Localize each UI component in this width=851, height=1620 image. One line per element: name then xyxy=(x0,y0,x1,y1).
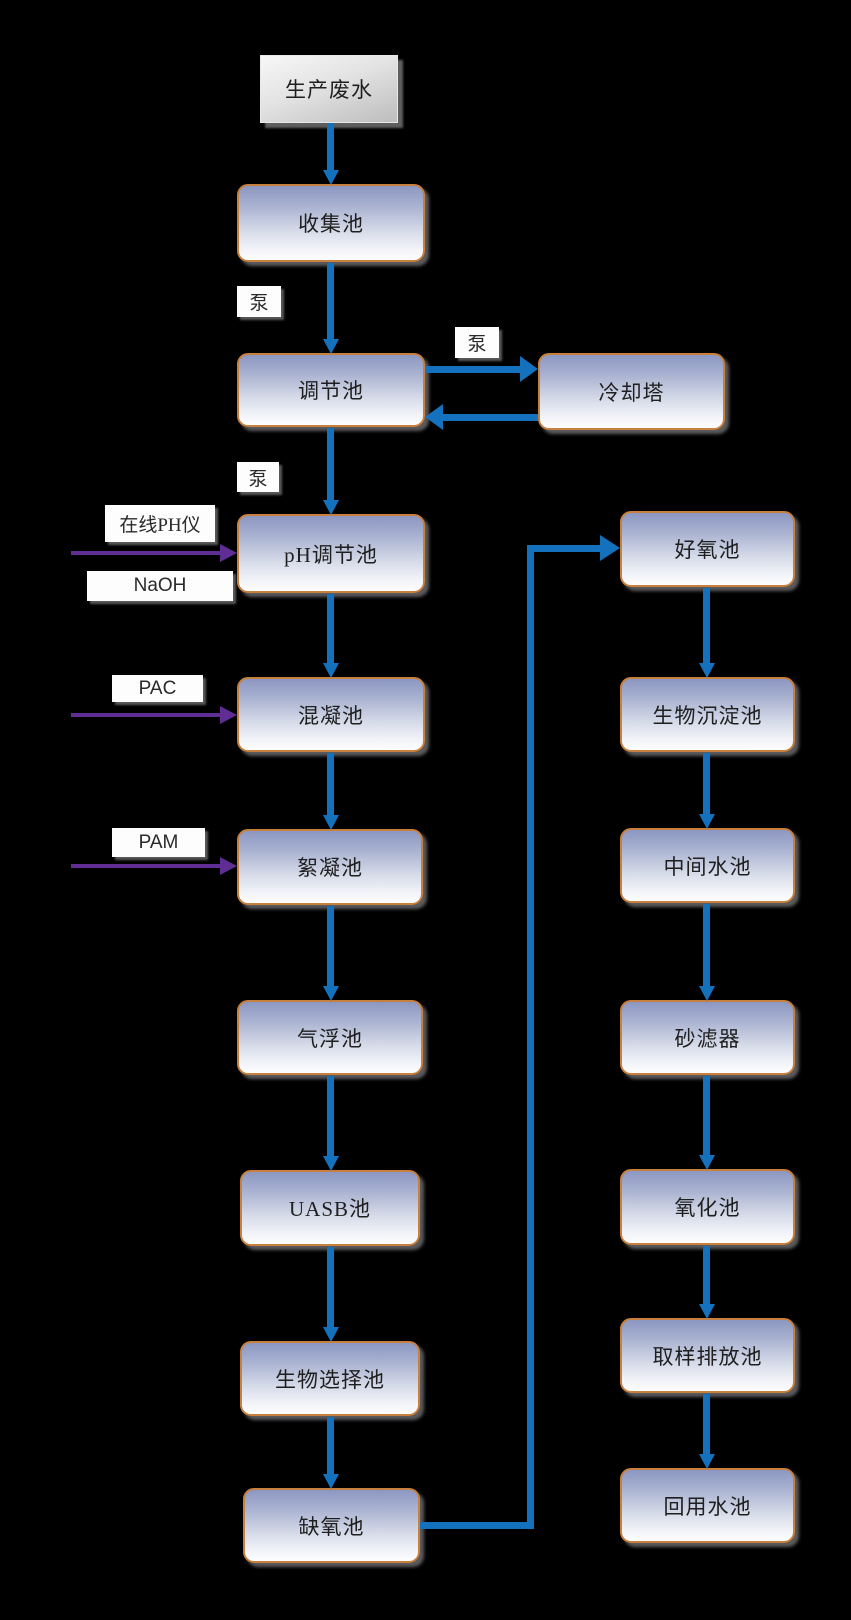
label-naoh: NaOH xyxy=(87,571,233,601)
arrow-airflotation-to-uasb xyxy=(323,1076,339,1171)
node-label: 生产废水 xyxy=(285,78,373,102)
label-online-ph-meter: 在线PH仪 xyxy=(105,505,215,542)
label-pac: PAC xyxy=(112,675,203,702)
label-pump-2: 泵 xyxy=(455,327,499,358)
arrow-anoxic-to-aerobic-bottom-segment xyxy=(420,1522,534,1529)
node-intermediate-tank: 中间水池 xyxy=(620,828,795,903)
dosing-label: PAM xyxy=(138,831,179,853)
label-pam: PAM xyxy=(112,828,205,857)
node-bio-selection-tank: 生物选择池 xyxy=(240,1341,420,1416)
dosing-label: NaOH xyxy=(133,575,187,596)
node-label: 生物沉淀池 xyxy=(652,703,763,728)
node-ph-adjustment-tank: pH调节池 xyxy=(237,514,425,593)
node-label: 调节池 xyxy=(298,379,364,403)
node-label: 冷却塔 xyxy=(598,380,665,405)
arrow-collection-to-equalization xyxy=(323,263,339,354)
pump-label: 泵 xyxy=(467,334,487,355)
arrow-aerobic-to-biosedimentation xyxy=(699,588,715,678)
node-label: 絮凝池 xyxy=(297,856,363,880)
dosing-label: 在线PH仪 xyxy=(119,515,201,536)
arrow-sampling-to-reuse xyxy=(699,1394,715,1469)
node-label: 混凝池 xyxy=(298,703,364,728)
node-label: 气浮池 xyxy=(297,1026,363,1051)
node-label: pH调节池 xyxy=(284,542,378,567)
arrow-biosedimentation-to-intermediate xyxy=(699,753,715,829)
node-sand-filter: 砂滤器 xyxy=(620,1000,795,1075)
arrow-anoxic-to-aerobic-head xyxy=(600,535,620,561)
arrow-pam-dosing-to-flocculation xyxy=(71,856,237,876)
node-flocculation-tank: 絮凝池 xyxy=(237,829,423,905)
arrow-coolingtower-to-equalization xyxy=(425,404,538,432)
arrow-flocculation-to-airflotation xyxy=(323,906,339,1001)
arrow-pac-dosing-to-coagulation xyxy=(71,705,237,725)
node-label: 取样排放池 xyxy=(652,1344,763,1369)
node-label: 生物选择池 xyxy=(275,1367,385,1392)
node-reuse-tank: 回用水池 xyxy=(620,1468,795,1543)
arrow-uasb-to-bioselection xyxy=(323,1247,339,1342)
node-aerobic-tank: 好氧池 xyxy=(620,511,795,587)
node-sampling-discharge-tank: 取样排放池 xyxy=(620,1318,795,1393)
arrow-naoh-dosing-to-ph-tank xyxy=(71,543,237,563)
node-uasb-tank: UASB池 xyxy=(240,1170,420,1246)
node-collection-tank: 收集池 xyxy=(237,184,425,262)
node-label: 收集池 xyxy=(298,212,364,236)
label-pump-3: 泵 xyxy=(237,462,279,492)
node-anoxic-tank: 缺氧池 xyxy=(243,1488,420,1563)
pump-label: 泵 xyxy=(249,293,269,314)
arrow-bioselection-to-anoxic xyxy=(323,1417,339,1489)
node-production-wastewater: 生产废水 xyxy=(260,55,398,123)
node-coagulation-tank: 混凝池 xyxy=(237,677,425,752)
dosing-label: PAC xyxy=(138,677,177,699)
arrow-anoxic-to-aerobic-top-segment xyxy=(527,545,602,552)
label-pump-1: 泵 xyxy=(237,286,281,317)
node-equalization-tank: 调节池 xyxy=(237,353,425,427)
arrow-production-to-collection xyxy=(323,123,339,185)
node-label: 砂滤器 xyxy=(674,1026,741,1051)
node-oxidation-tank: 氧化池 xyxy=(620,1169,795,1245)
node-label: UASB池 xyxy=(288,1197,372,1221)
node-label: 好氧池 xyxy=(674,538,741,562)
arrow-anoxic-to-aerobic-vertical-segment xyxy=(527,545,534,1529)
node-label: 氧化池 xyxy=(674,1196,741,1220)
node-air-flotation-tank: 气浮池 xyxy=(237,1000,423,1075)
arrow-sandfilter-to-oxidation xyxy=(699,1076,715,1170)
pump-label: 泵 xyxy=(248,468,268,490)
arrow-coagulation-to-flocculation xyxy=(323,753,339,830)
arrow-intermediate-to-sandfilter xyxy=(699,904,715,1001)
node-label: 缺氧池 xyxy=(298,1514,365,1539)
node-cooling-tower: 冷却塔 xyxy=(538,353,725,430)
node-label: 中间水池 xyxy=(663,854,752,879)
arrow-oxidation-to-sampling xyxy=(699,1246,715,1319)
arrow-equalization-to-coolingtower xyxy=(425,356,538,384)
node-bio-sedimentation-tank: 生物沉淀池 xyxy=(620,677,795,752)
node-label: 回用水池 xyxy=(663,1494,752,1519)
arrow-equalization-to-ph xyxy=(323,428,339,515)
arrow-ph-to-coagulation xyxy=(323,594,339,678)
